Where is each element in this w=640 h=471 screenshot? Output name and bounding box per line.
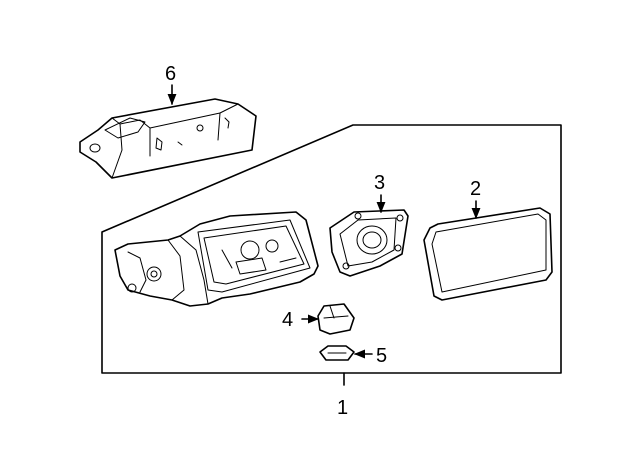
callout-2: 2 [470, 178, 481, 200]
callout-3: 3 [374, 172, 385, 194]
callout-6: 6 [165, 63, 176, 85]
part-2-mirror-glass [423, 207, 553, 301]
part-6-bracket [79, 98, 257, 179]
part-4-cap [317, 303, 355, 335]
callout-1: 1 [337, 397, 348, 419]
part-1-housing [114, 211, 319, 307]
assembly-boundary [101, 124, 562, 374]
part-5-clip [319, 345, 355, 361]
callout-4: 4 [282, 309, 293, 331]
part-3-actuator [329, 209, 409, 277]
callout-5: 5 [376, 345, 387, 367]
